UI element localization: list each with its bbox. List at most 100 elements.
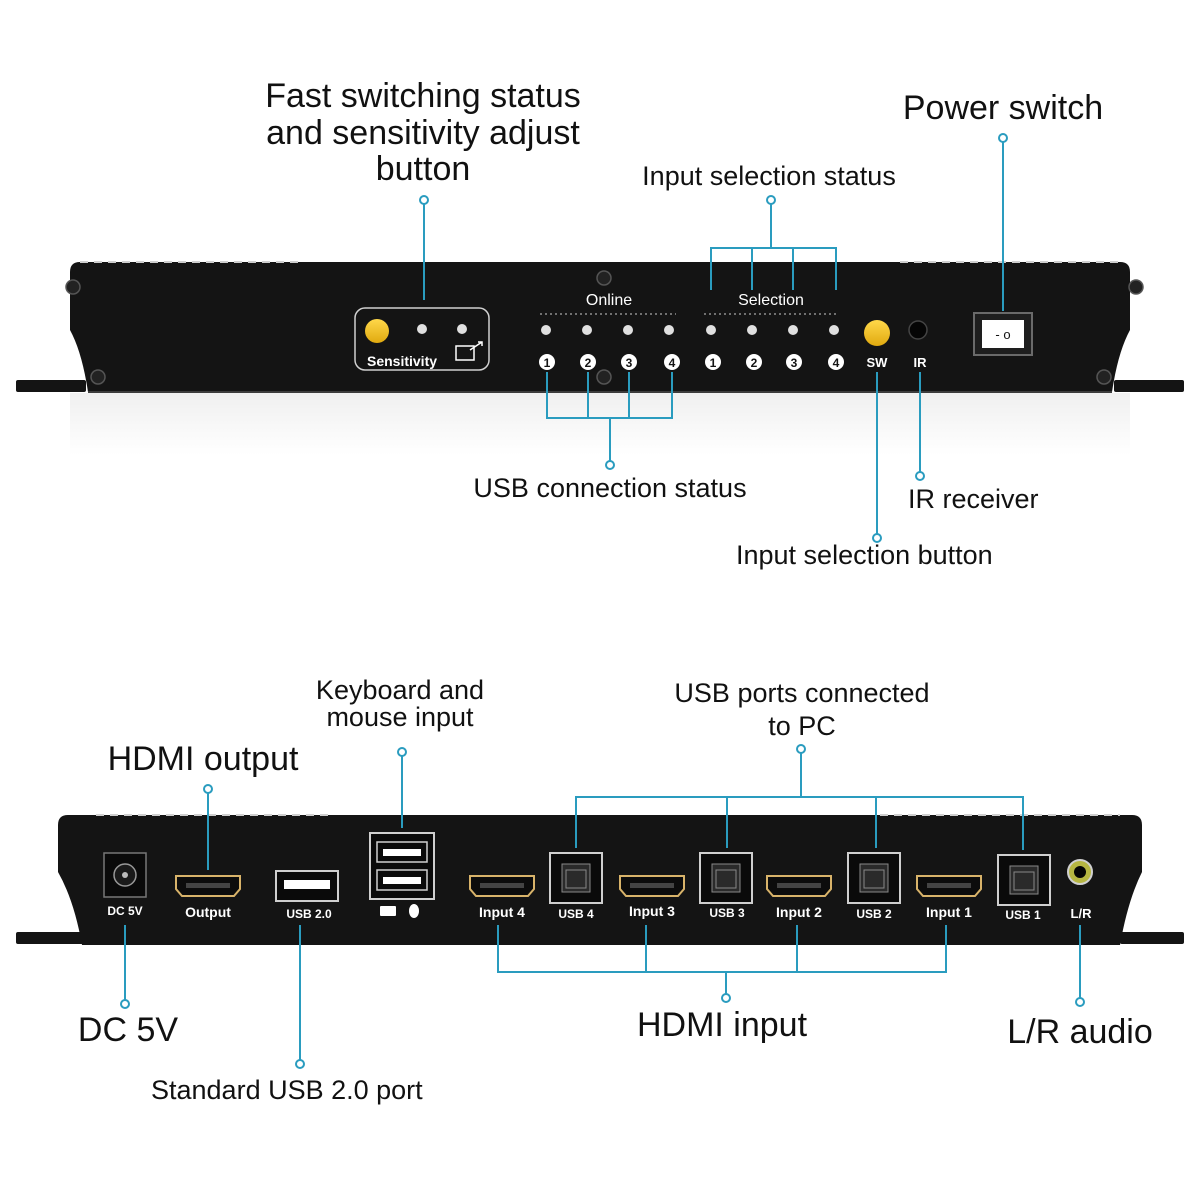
selection-number: 4 <box>833 356 840 370</box>
callout-line: Power switch <box>902 89 1104 127</box>
online-led <box>664 325 674 335</box>
online-number: 1 <box>544 356 551 370</box>
number-badge <box>539 354 555 370</box>
online-number: 3 <box>626 356 633 370</box>
callout-line: HDMI output <box>107 740 299 778</box>
usb-b-2-port[interactable] <box>847 852 901 904</box>
sw-label: SW <box>867 355 889 370</box>
selection-leds <box>706 325 839 335</box>
sensitivity-button[interactable] <box>365 319 389 343</box>
hdmi-input-label: Input 1 <box>926 904 972 920</box>
screw-icon <box>90 369 106 385</box>
rear-leader-dots <box>120 744 1085 1069</box>
hdmi-output-callout: HDMI output <box>108 741 299 778</box>
keyboard-icon <box>380 906 396 916</box>
callout-line: HDMI input <box>636 1006 808 1044</box>
callout-line: DC 5V <box>77 1011 179 1049</box>
rear-left-foot <box>16 932 86 944</box>
output-label: Output <box>185 904 231 920</box>
standard-usb-callout: Standard USB 2.0 port <box>151 1075 423 1105</box>
front-panel-reflection <box>70 393 1130 455</box>
sw-button[interactable] <box>864 320 890 346</box>
ir-sensor <box>908 320 928 340</box>
input-selection-status-callout: Input selection status <box>642 161 896 191</box>
hdmi-input-4-port[interactable] <box>469 875 535 897</box>
front-leader-dots <box>419 133 1008 543</box>
selection-number: 1 <box>710 356 717 370</box>
callout-line: IR receiver <box>908 484 1039 514</box>
hdmi-input-callout: HDMI input <box>637 1007 807 1044</box>
power-switch-callout: Power switch <box>903 90 1103 127</box>
number-badge <box>705 354 721 370</box>
front-left-foot <box>16 380 86 392</box>
led-indicator <box>417 324 427 334</box>
hdmi-input-label: Input 3 <box>629 903 675 919</box>
usb-label: USB 1 <box>1005 908 1041 922</box>
callout-line: to PC <box>768 710 836 741</box>
screw-icon <box>65 279 81 295</box>
online-leds <box>541 325 674 335</box>
screw-icon <box>1128 279 1144 295</box>
front-panel-body <box>70 262 1130 392</box>
callout-line: Keyboard and <box>315 675 485 705</box>
dc-label: DC 5V <box>107 904 142 918</box>
usb-ports-pc-callout: USB ports connected to PC <box>674 677 929 743</box>
online-led <box>582 325 592 335</box>
screw-icon <box>596 369 612 385</box>
callout-line: mouse input <box>326 702 474 732</box>
number-badge <box>580 354 596 370</box>
selection-number-badges: 1 2 3 4 <box>705 354 844 370</box>
callout-line: Input selection button <box>736 540 993 570</box>
number-badge <box>621 354 637 370</box>
led-indicator <box>457 324 467 334</box>
online-led <box>623 325 633 335</box>
fast-switching-callout: Fast switching status and sensitivity ad… <box>265 78 581 188</box>
hdmi-input-label: Input 2 <box>776 904 822 920</box>
callout-line: USB connection status <box>473 473 747 503</box>
usb20-port[interactable] <box>275 870 339 902</box>
online-number: 2 <box>585 356 592 370</box>
rear-panel: DC 5V Output USB 2.0 <box>16 814 1184 945</box>
selection-led <box>788 325 798 335</box>
ir-receiver-callout: IR receiver <box>908 484 1039 514</box>
usb-label: USB 3 <box>709 906 745 920</box>
keyboard-mouse-callout: Keyboard and mouse input <box>316 677 484 731</box>
hdmi-input-1-port[interactable] <box>916 875 982 897</box>
usb-label: USB 4 <box>558 907 594 921</box>
power-switch-marks: - o <box>995 327 1010 342</box>
dc-5v-callout: DC 5V <box>78 1012 178 1049</box>
selection-led <box>706 325 716 335</box>
usb-b-4-port[interactable] <box>549 852 603 904</box>
usb-b-1-port[interactable] <box>997 854 1051 906</box>
callout-line: Fast switching status <box>265 77 581 115</box>
callout-line: Input selection status <box>642 161 896 191</box>
input-selection-button-callout: Input selection button <box>736 540 993 570</box>
front-leader-lines <box>423 138 1004 538</box>
lr-audio-callout: L/R audio <box>1007 1014 1153 1051</box>
callout-line: L/R audio <box>1007 1013 1153 1051</box>
hdmi-input-2-port[interactable] <box>766 875 832 897</box>
front-panel: Sensitivity Online 1 2 3 <box>16 261 1184 455</box>
hdmi-output-port[interactable] <box>175 875 241 897</box>
number-badge <box>664 354 680 370</box>
keyboard-mouse-usb-ports[interactable] <box>369 832 435 900</box>
usb-label: USB 2 <box>856 907 892 921</box>
callout-line: button <box>375 150 471 189</box>
usb20-label: USB 2.0 <box>286 907 332 921</box>
hdmi-input-3-port[interactable] <box>619 875 685 897</box>
power-switch[interactable] <box>982 320 1024 348</box>
selection-led <box>829 325 839 335</box>
usb-connection-status-callout: USB connection status <box>473 473 747 503</box>
audio-jack[interactable] <box>1067 859 1093 885</box>
audio-label: L/R <box>1071 906 1093 921</box>
usb-b-3-port[interactable] <box>699 852 753 904</box>
callout-line: and sensitivity adjust <box>266 113 580 152</box>
selection-label: Selection <box>738 292 804 309</box>
ir-label: IR <box>914 355 928 370</box>
rear-right-foot <box>1120 932 1184 944</box>
number-badge <box>786 354 802 370</box>
rear-leader-lines <box>124 749 1081 1064</box>
online-number-badges: 1 2 3 4 <box>539 354 680 370</box>
